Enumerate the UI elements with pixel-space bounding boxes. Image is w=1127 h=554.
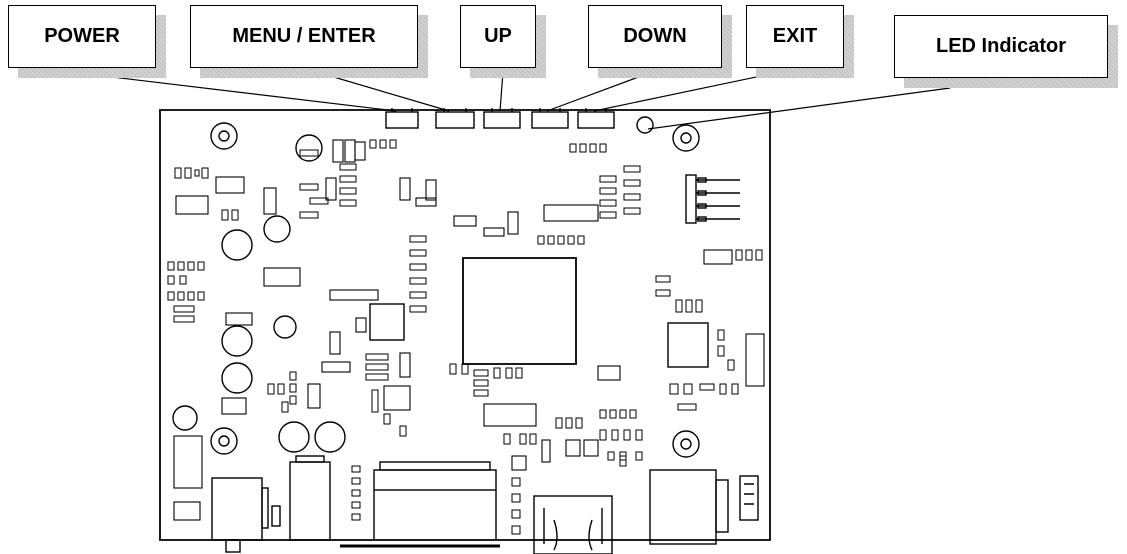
power-button-label: POWER: [8, 5, 156, 68]
smd-components: [173, 139, 765, 521]
pin-header-icon: [685, 174, 740, 224]
exit-button-label: EXIT: [746, 5, 844, 68]
ic-chip-icon: [462, 257, 577, 365]
connectors: [211, 455, 500, 553]
up-button-label: UP: [460, 5, 536, 68]
leader-lines: [69, 69, 951, 130]
usb-port-icon: [649, 469, 759, 545]
button-switch-icon: [385, 108, 615, 129]
pcb-outline: [159, 109, 771, 541]
down-button-label: DOWN: [588, 5, 722, 68]
mounting-hole-icon: [210, 122, 700, 458]
menu-enter-button-label: MENU / ENTER: [190, 5, 418, 68]
hdmi-port-icon: [533, 495, 613, 554]
led-icon: [636, 116, 654, 134]
led-indicator-label: LED Indicator: [894, 15, 1108, 78]
